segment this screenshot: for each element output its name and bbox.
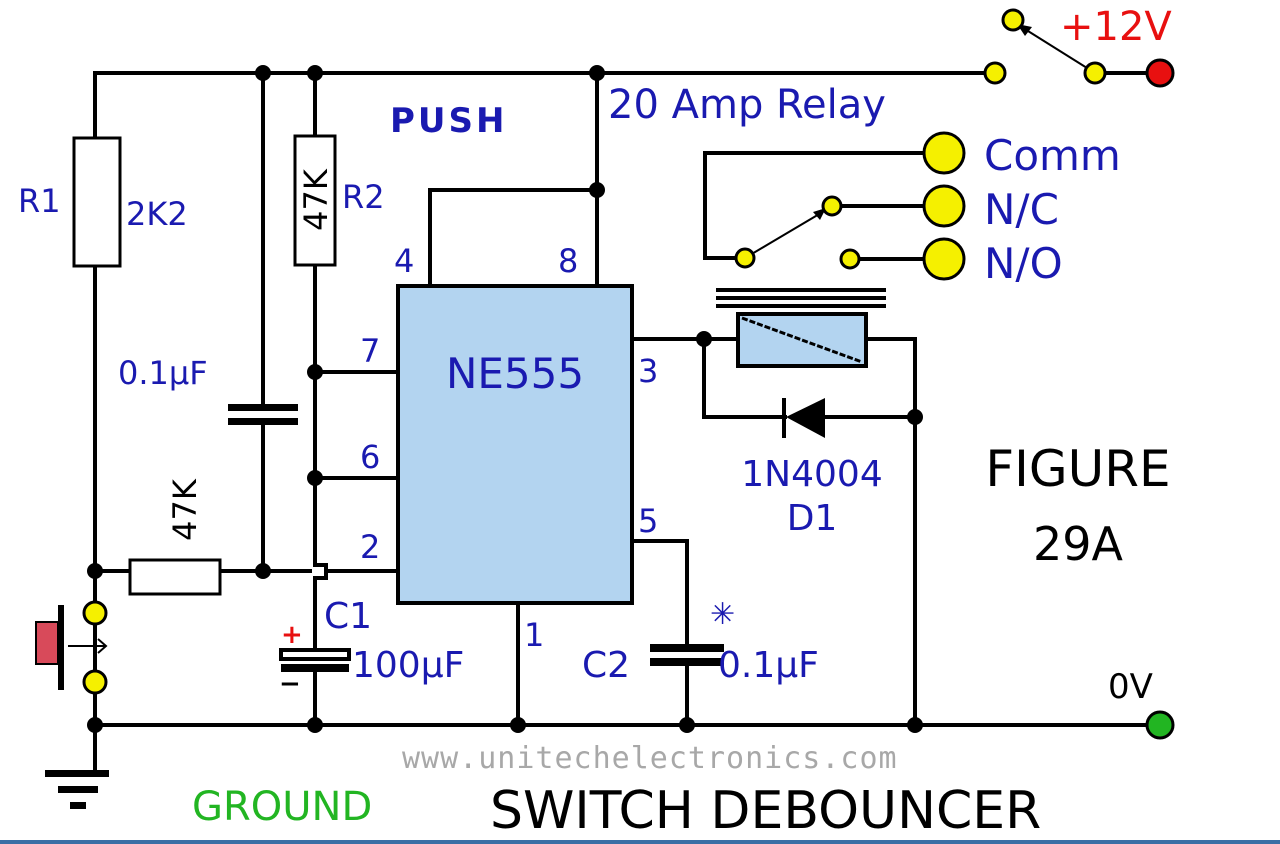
- wire-pin5: [630, 539, 689, 650]
- junction-dot: [510, 717, 526, 733]
- c1-ref: C1: [324, 596, 372, 637]
- ic-ne555[interactable]: NE555 4 8 7 6 2 3 5 1: [360, 242, 658, 654]
- d1-part: 1N4004: [741, 454, 882, 495]
- button-terminal-bottom: [82, 669, 108, 695]
- capacitor-c1[interactable]: + − C1 100µF: [279, 596, 464, 699]
- capacitor-c-top[interactable]: 0.1µF: [118, 354, 298, 425]
- pin-1-label: 1: [524, 616, 544, 654]
- push-label: PUSH: [390, 101, 507, 141]
- supply-label: +12V: [1060, 4, 1172, 50]
- pin-5-label: 5: [638, 502, 658, 540]
- terminal-comm[interactable]: Comm: [922, 131, 1121, 180]
- pin-8-label: 8: [558, 242, 578, 280]
- figure-label: FIGURE: [985, 440, 1170, 498]
- ic-name: NE555: [446, 349, 584, 398]
- c2-ref: C2: [582, 645, 630, 686]
- junction-dot: [589, 65, 605, 81]
- junction-dot: [307, 65, 323, 81]
- supply-terminal: [983, 61, 1007, 85]
- pin-7-label: 7: [360, 332, 380, 370]
- switch-terminal-top: [1001, 8, 1025, 32]
- c2-value: 0.1µF: [718, 645, 819, 686]
- junction-dot: [589, 182, 605, 198]
- figure-number: 29A: [1033, 517, 1124, 571]
- junction-dot: [679, 717, 695, 733]
- no-label: N/O: [984, 239, 1063, 288]
- terminal-0v[interactable]: 0V: [1108, 667, 1175, 740]
- c1-value: 100µF: [352, 645, 464, 686]
- relay-nc-inner-terminal: [821, 195, 843, 217]
- ground-label: GROUND: [192, 784, 372, 830]
- button-terminal-top: [82, 600, 108, 626]
- junction-dot: [255, 65, 271, 81]
- button-cap-icon: [35, 621, 59, 665]
- c-top-value: 0.1µF: [118, 354, 208, 392]
- wire-relay-right: [864, 337, 917, 727]
- switch-terminal-pivot: [1083, 61, 1107, 85]
- wire-r2-bottom: [313, 262, 328, 650]
- relay-coil[interactable]: [716, 288, 886, 368]
- relay-no-inner-terminal: [839, 248, 861, 270]
- r1-ref: R1: [18, 182, 61, 220]
- r2-value: 47K: [297, 168, 335, 231]
- push-arrow-icon: [97, 638, 108, 654]
- wires: [93, 24, 1162, 774]
- r3-value: 47K: [166, 478, 204, 541]
- junctions: [87, 65, 923, 733]
- nc-label: N/C: [984, 185, 1059, 234]
- c1-minus-sign: −: [279, 669, 301, 699]
- pin-6-label: 6: [360, 438, 380, 476]
- junction-dot: [307, 470, 323, 486]
- resistor-r3[interactable]: 47K: [128, 478, 222, 596]
- terminal-nc[interactable]: N/C: [922, 184, 1059, 234]
- c1-plus-sign: +: [281, 620, 303, 650]
- relay-arm-arrow-icon: [813, 208, 826, 220]
- wire-pin4: [428, 188, 599, 288]
- pin-3-label: 3: [638, 352, 658, 390]
- diode-d1[interactable]: 1N4004 D1: [741, 398, 883, 539]
- pin-4-label: 4: [394, 242, 414, 280]
- r1-value: 2K2: [126, 195, 188, 233]
- terminal-no[interactable]: N/O: [922, 237, 1063, 288]
- zero-label: 0V: [1108, 667, 1153, 707]
- junction-dot: [696, 331, 712, 347]
- resistor-r2[interactable]: 47K R2: [293, 134, 385, 267]
- ground-symbol-icon: [45, 770, 109, 809]
- relay-pole-terminal: [734, 247, 756, 269]
- junction-dot: [255, 563, 271, 579]
- terminal-plus-12v[interactable]: +12V: [1060, 4, 1175, 88]
- relay-contacts: Comm N/C N/O: [734, 131, 1121, 288]
- diagram-title: SWITCH DEBOUNCER: [490, 781, 1041, 841]
- relay-label: 20 Amp Relay: [608, 82, 886, 128]
- resistor-r1[interactable]: R1 2K2: [18, 136, 188, 268]
- junction-dot: [907, 717, 923, 733]
- c2-note-asterisk-icon: ✳: [710, 597, 735, 632]
- window-bottom-border: [0, 840, 1280, 844]
- r2-ref: R2: [342, 178, 385, 216]
- pin-2-label: 2: [360, 528, 380, 566]
- capacitor-c2[interactable]: C2 0.1µF ✳: [582, 597, 819, 686]
- junction-dot: [307, 364, 323, 380]
- junction-dot: [907, 409, 923, 425]
- wire-diode-left: [702, 337, 787, 419]
- relay-switch-arm: [744, 209, 827, 259]
- comm-label: Comm: [984, 131, 1121, 180]
- wire-comm: [703, 151, 940, 260]
- junction-dot: [307, 717, 323, 733]
- d1-ref: D1: [787, 498, 838, 539]
- supply-switch-arm: [1019, 25, 1096, 74]
- push-button[interactable]: [35, 569, 108, 727]
- supply-switch[interactable]: [983, 8, 1107, 85]
- website-watermark: www.unitechelectronics.com: [402, 741, 898, 776]
